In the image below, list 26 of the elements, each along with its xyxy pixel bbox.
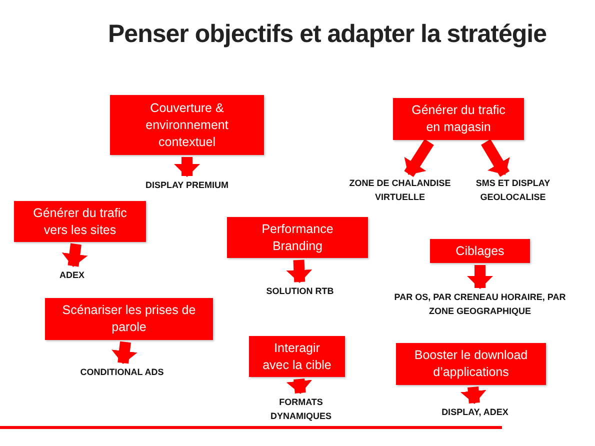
- block-arrow: [174, 157, 200, 177]
- block-arrow: [481, 139, 510, 177]
- solution-text: DISPLAY PREMIUM: [127, 178, 247, 192]
- solution-text: DISPLAY, ADEX: [425, 405, 525, 419]
- objective-box: Générer du trafic vers les sites: [14, 201, 146, 242]
- objective-box: Performance Branding: [227, 217, 368, 258]
- solution-text: SOLUTION RTB: [250, 284, 350, 298]
- solution-text: PAR OS, PAR CRENEAU HORAIRE, PAR ZONE GEOGRAPHIQUE: [385, 290, 575, 318]
- solution-text: ADEX: [42, 268, 102, 282]
- objective-box: Interagir avec la cible: [249, 336, 345, 377]
- block-arrow: [460, 386, 486, 404]
- objective-box: Générer du trafic en magasin: [393, 98, 524, 140]
- title: Penser objectifs et adapter la stratégie: [108, 20, 548, 49]
- block-arrow: [286, 260, 312, 283]
- objective-box: Couverture & environnement contextuel: [110, 95, 264, 155]
- block-arrow: [62, 243, 88, 267]
- block-arrow: [286, 378, 312, 394]
- solution-text: ZONE DE CHALANDISE VIRTUELLE: [340, 176, 460, 204]
- objective-box: Ciblages: [430, 239, 530, 263]
- objective-box: Booster le download d’applications: [396, 343, 546, 385]
- block-arrow: [404, 139, 434, 177]
- objective-box: Scénariser les prises de parole: [45, 298, 213, 340]
- solution-text: CONDITIONAL ADS: [62, 365, 182, 379]
- solution-text: FORMATS DYNAMIQUES: [256, 395, 346, 423]
- solution-text: SMS ET DISPLAY GEOLOCALISE: [460, 176, 566, 204]
- block-arrow: [467, 265, 493, 289]
